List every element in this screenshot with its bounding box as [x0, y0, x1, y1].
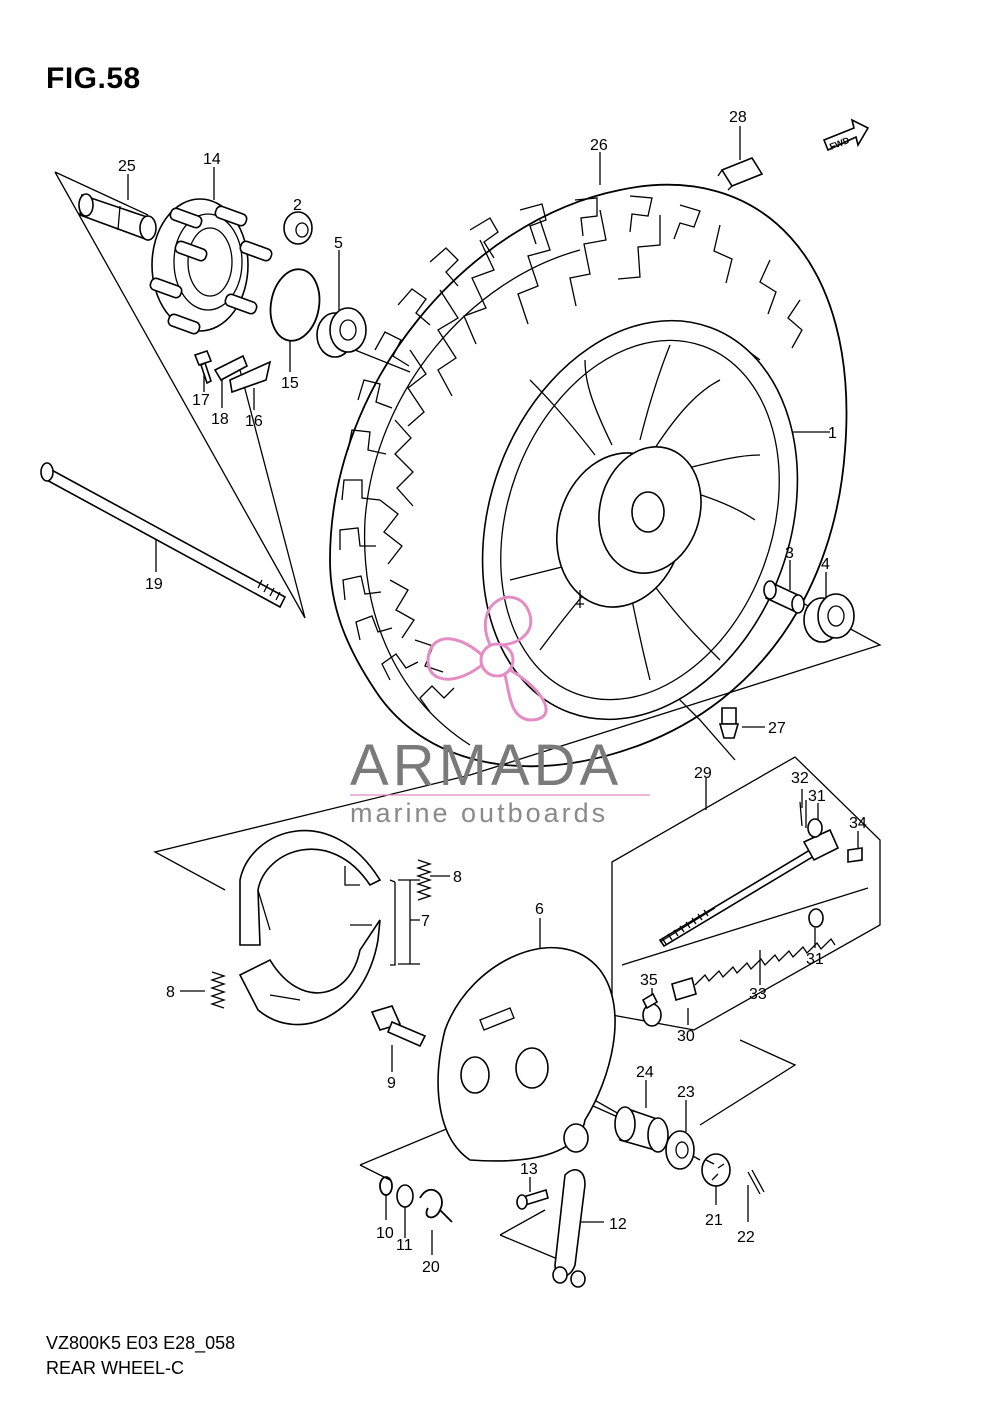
callout-8-upper: 8	[453, 869, 462, 886]
callout-24: 24	[636, 1064, 654, 1081]
callout-13: 13	[520, 1161, 538, 1178]
callout-30: 30	[677, 1028, 695, 1045]
spacer-3	[763, 580, 805, 614]
callout-21: 21	[705, 1212, 723, 1229]
cam-shaft-9	[370, 1005, 427, 1048]
callout-27: 27	[768, 720, 786, 737]
callout-20: 20	[422, 1259, 440, 1276]
callout-5: 5	[334, 235, 343, 252]
callout-32: 32	[791, 770, 809, 787]
callout-19: 19	[145, 576, 163, 593]
spring-8-upper	[415, 859, 433, 901]
hub-collar-25	[78, 193, 157, 242]
callout-4: 4	[821, 556, 830, 573]
callout-16: 16	[245, 413, 263, 430]
brake-panel-6	[437, 946, 616, 1162]
callout-28: 28	[729, 109, 747, 126]
o-ring-15	[269, 268, 321, 342]
callout-18: 18	[211, 411, 229, 428]
balance-weight-28	[717, 157, 764, 191]
brake-rod-kit-29	[641, 800, 863, 1027]
sleeve-24	[614, 1106, 669, 1153]
bolt-13	[516, 1188, 549, 1210]
valve-27	[718, 707, 740, 739]
sprocket-hub-14	[149, 198, 273, 335]
callout-10: 10	[376, 1225, 394, 1242]
rear-rim	[481, 319, 799, 721]
callout-9: 9	[387, 1075, 396, 1092]
rear-tire	[329, 183, 848, 768]
callout-7: 7	[421, 913, 430, 930]
callout-12: 12	[609, 1216, 627, 1233]
small-parts-10-11-20	[379, 1176, 453, 1223]
callout-35: 35	[640, 972, 658, 989]
watermark-brand: ARMADA	[350, 733, 622, 798]
brake-shoe-7	[238, 829, 382, 1026]
callout-11: 11	[396, 1237, 413, 1254]
callout-3: 3	[785, 545, 794, 562]
callout-22: 22	[737, 1229, 755, 1246]
callout-1: 1	[828, 425, 837, 442]
callout-23: 23	[677, 1084, 695, 1101]
bearing-4	[803, 593, 855, 643]
washer-23	[665, 1130, 695, 1170]
callout-14: 14	[203, 151, 221, 168]
callout-33: 33	[749, 986, 767, 1003]
callout-31-lower: 31	[806, 951, 824, 968]
figure-name: REAR WHEEL-C	[46, 1358, 185, 1378]
callout-26: 26	[590, 137, 608, 154]
callout-29: 29	[694, 765, 712, 782]
callout-34: 34	[849, 815, 867, 832]
callout-15: 15	[281, 375, 299, 392]
callout-17: 17	[192, 392, 210, 409]
callout-31-upper: 31	[808, 788, 826, 805]
fwd-arrow-icon: FWD	[822, 118, 870, 152]
callout-numbers: 1 2 3 4 5 6 7 8 8 9 10 11 12 13 14 15 16…	[118, 109, 867, 1276]
cotter-pin-22	[747, 1169, 765, 1195]
castle-nut-21	[701, 1153, 731, 1187]
callout-8-lower: 8	[166, 984, 175, 1001]
callout-6: 6	[535, 901, 544, 918]
bearing-spacer-2	[283, 211, 313, 245]
figure-title: FIG.58	[46, 62, 141, 95]
callout-25: 25	[118, 158, 136, 175]
figure-code: VZ800K5 E03 E28_058	[46, 1333, 236, 1353]
callout-2: 2	[293, 197, 302, 214]
rear-axle-19	[40, 462, 287, 609]
brake-cam-lever-12	[552, 1169, 586, 1288]
spring-8-lower	[209, 971, 227, 1009]
watermark-propeller-icon	[426, 595, 548, 722]
watermark-tagline: marine outboards	[350, 798, 608, 828]
bearing-5	[316, 307, 367, 358]
lock-parts-16-17-18	[193, 350, 272, 394]
